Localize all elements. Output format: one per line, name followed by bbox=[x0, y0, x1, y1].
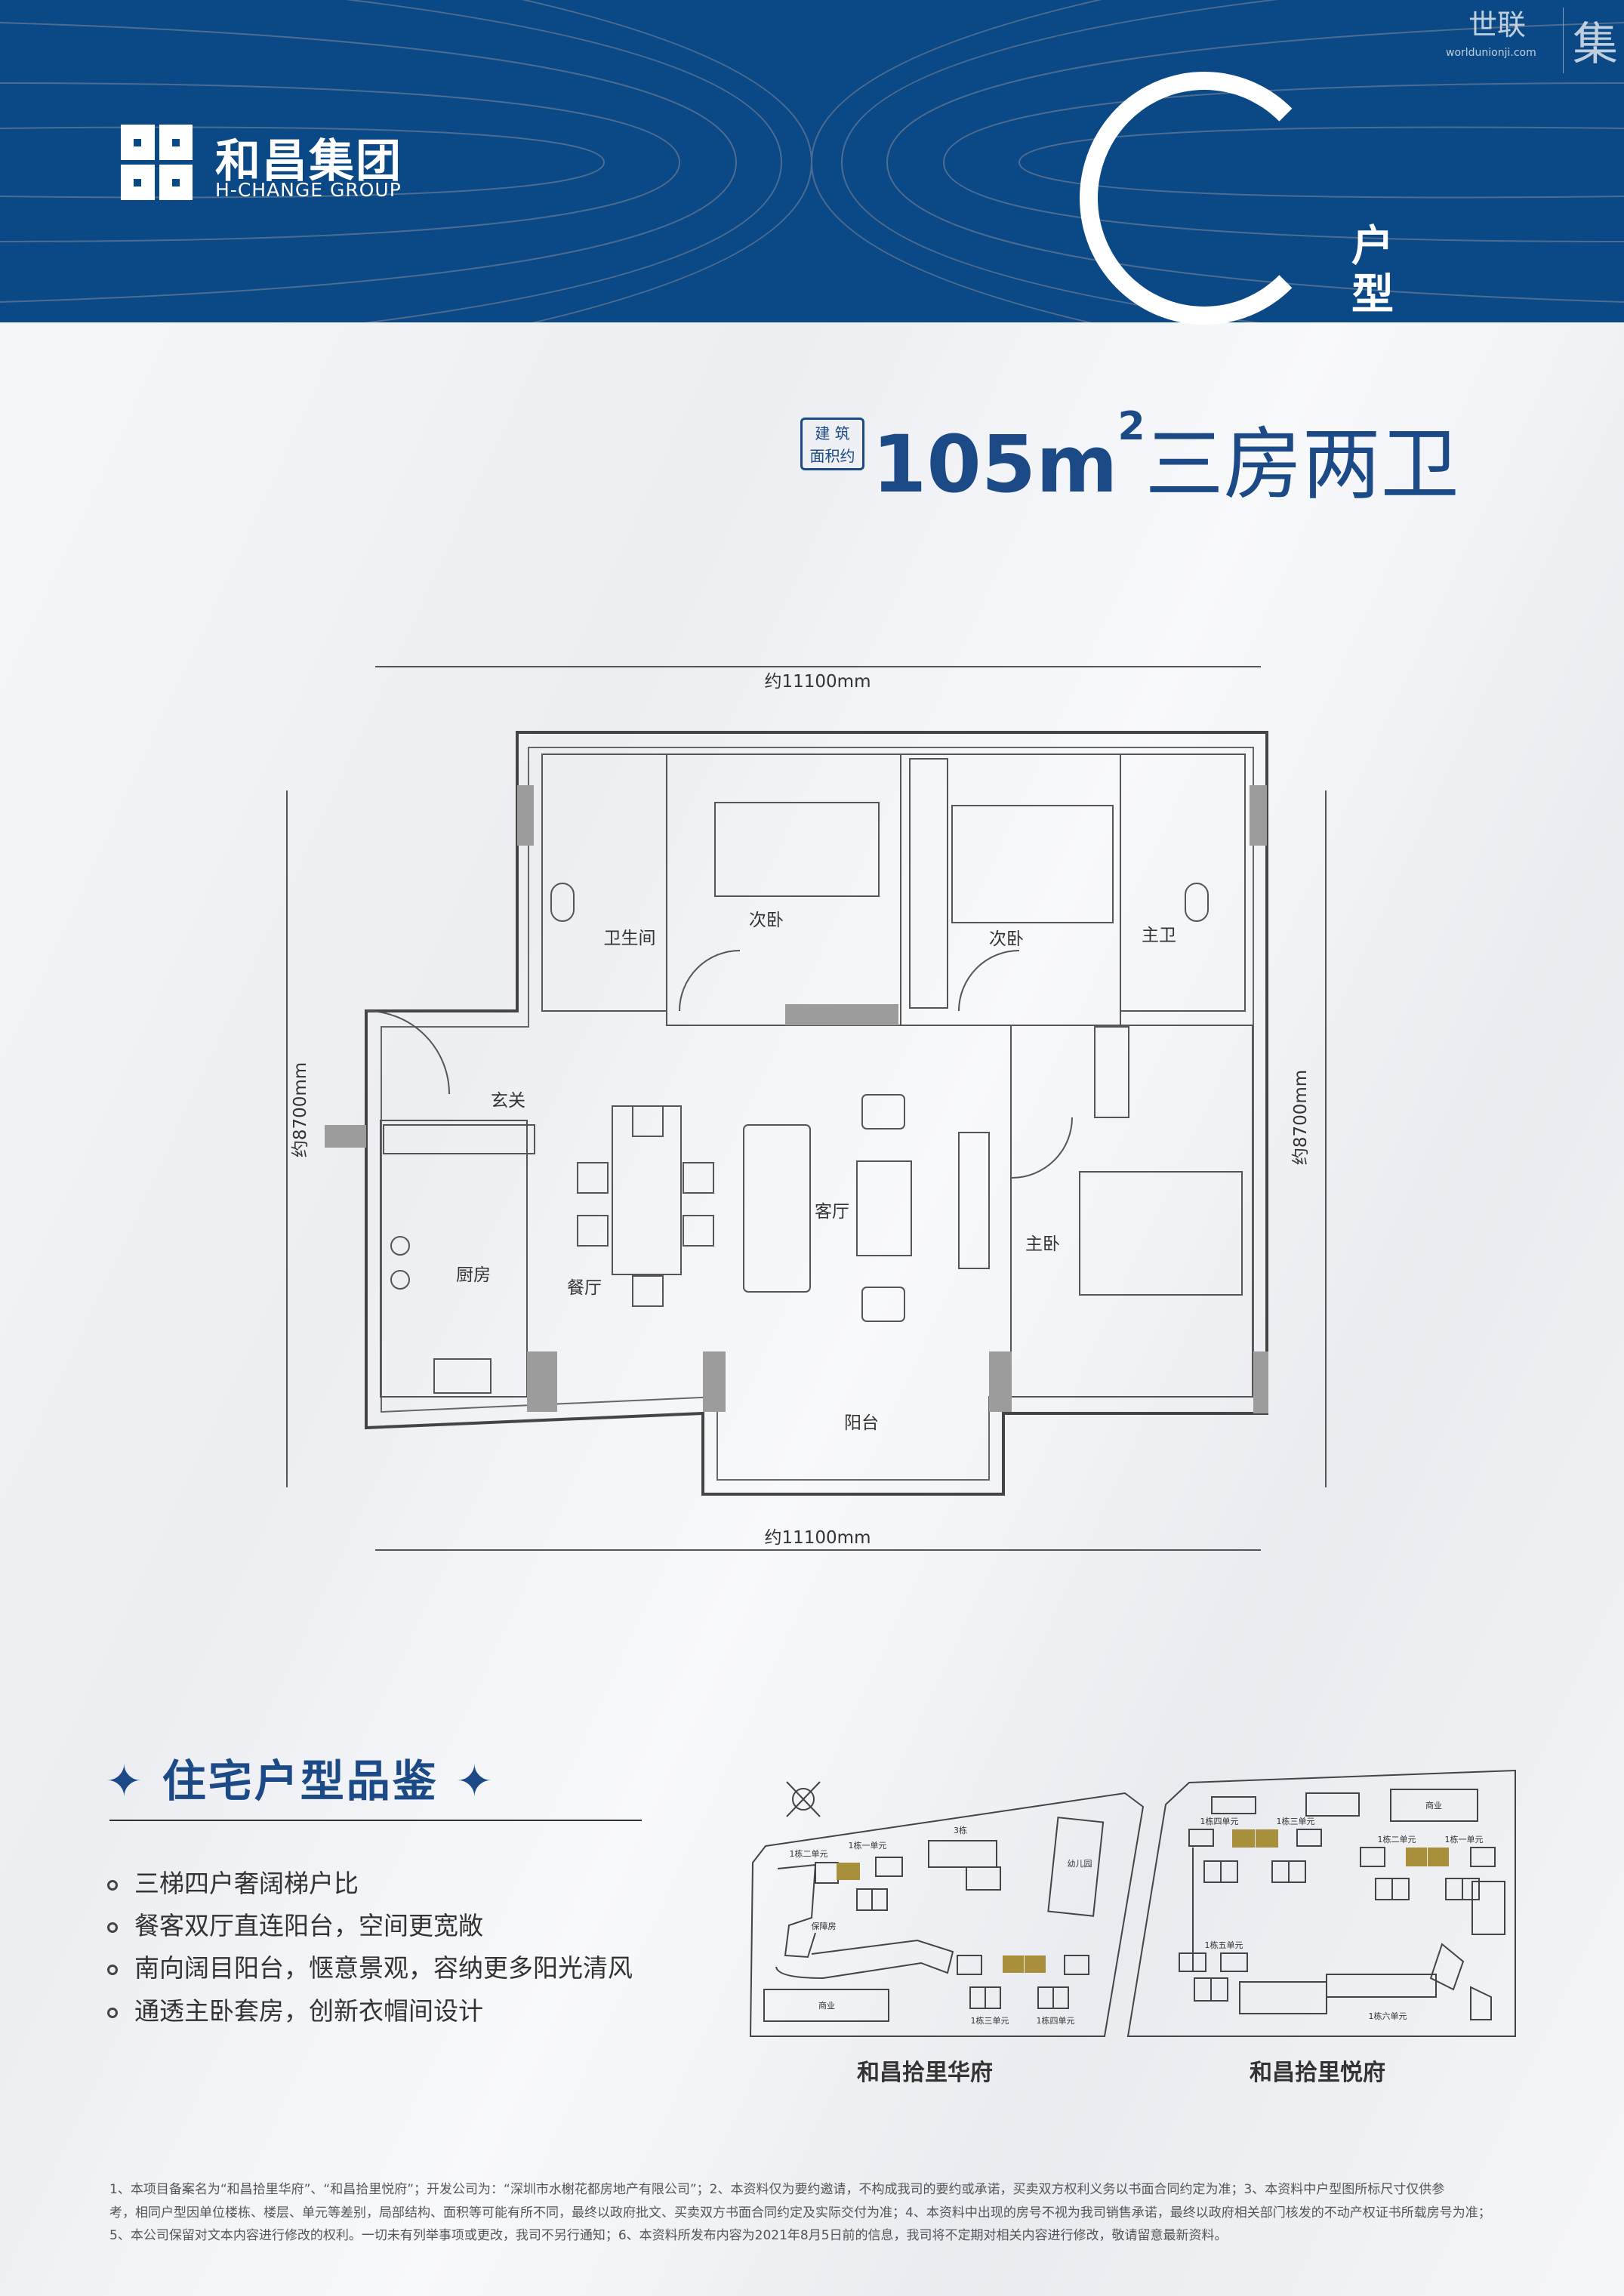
site-boundary-2 bbox=[1126, 1769, 1516, 2037]
map1-name: 和昌拾里华府 bbox=[857, 2060, 993, 2086]
feature-item: 餐客双厅直连阳台，空间更宽敞 bbox=[107, 1906, 483, 1942]
bed-3 bbox=[951, 805, 1114, 923]
master-bedroom-wall bbox=[1010, 1025, 1253, 1398]
feature-text: 南向阔目阳台，惬意景观，容纳更多阳光清风 bbox=[134, 1953, 633, 1983]
brand-name-cn: 和昌集团 bbox=[215, 135, 402, 188]
highlight-units bbox=[837, 1829, 1449, 1973]
header-banner bbox=[0, 0, 1624, 322]
dining-table bbox=[612, 1105, 682, 1275]
map2-name: 和昌拾里悦府 bbox=[1250, 2060, 1385, 2086]
feature-text: 三梯四户奢阔梯户比 bbox=[134, 1869, 359, 1898]
room-foyer: 玄关 bbox=[491, 1091, 525, 1111]
room-living: 客厅 bbox=[815, 1202, 849, 1222]
room-balcony: 阳台 bbox=[844, 1413, 879, 1433]
building bbox=[777, 1863, 817, 1959]
map1-label: 幼儿园 bbox=[1068, 1859, 1092, 1869]
room-master-bath: 主卫 bbox=[1142, 926, 1176, 945]
map1-label: 3栋 bbox=[954, 1825, 967, 1835]
area-unit-sup: 2 bbox=[1117, 404, 1145, 449]
feature-item: 三梯四户奢阔梯户比 bbox=[107, 1863, 359, 1900]
room-master-bedroom: 主卧 bbox=[1025, 1234, 1060, 1254]
map1-label: 保障房 bbox=[812, 1921, 837, 1931]
kitchen-wall bbox=[380, 1120, 528, 1398]
features-title: ✦ 住宅户型品鉴 ✦ bbox=[106, 1746, 495, 1809]
map2-label: 1栋三单元 bbox=[1277, 1816, 1315, 1826]
area-value: 105m bbox=[872, 418, 1118, 510]
dim-top-label: 约11100mm bbox=[765, 672, 871, 692]
sink bbox=[433, 1358, 492, 1394]
watermark-char: 集 bbox=[1563, 8, 1618, 73]
room-dining: 餐厅 bbox=[567, 1278, 602, 1298]
watermark-url: worldunionji.com bbox=[1446, 47, 1536, 59]
site-boundary-1 bbox=[749, 1792, 1145, 2037]
star-icon: ✦ bbox=[438, 1755, 495, 1807]
disclaimer-line: 5、本公司保留对文本内容进行修改的权利。一切未有列举事项或更改，我司不另行通知；… bbox=[109, 2228, 1228, 2243]
star-icon: ✦ bbox=[106, 1755, 162, 1807]
disclaimer-line: 1、本项目备案名为“和昌拾里华府”、“和昌拾里悦府”；开发公司为：“深圳市水榭花… bbox=[109, 2182, 1445, 2197]
outer-wall bbox=[365, 731, 1268, 1496]
feature-item: 通透主卧套房，创新衣帽间设计 bbox=[107, 1991, 483, 2027]
closet bbox=[909, 758, 948, 1009]
dim-bottom-label: 约11100mm bbox=[765, 1528, 871, 1548]
bullet-icon bbox=[107, 1879, 118, 1891]
room-kitchen: 厨房 bbox=[456, 1265, 491, 1285]
sofa bbox=[743, 1124, 811, 1293]
bathroom-wall bbox=[541, 754, 667, 1012]
map2-label: 1栋一单元 bbox=[1445, 1834, 1484, 1845]
badge-line1: 建 筑 bbox=[815, 424, 850, 442]
disclaimer-line: 考，相同户型因单位楼栋、楼层、单元等差别，局部结构、面积等可能有所不同，最终以政… bbox=[109, 2205, 1491, 2220]
map2-label: 1栋六单元 bbox=[1369, 2011, 1407, 2021]
brand-logo-icon bbox=[121, 125, 193, 200]
dim-left-label: 约8700mm bbox=[291, 1062, 310, 1157]
compass-icon bbox=[786, 1781, 821, 1817]
bedroom3-wall bbox=[900, 754, 1121, 1026]
room-bathroom: 卫生间 bbox=[604, 929, 656, 948]
room-bedroom-2: 次卧 bbox=[749, 911, 784, 930]
map1-label: 1栋三单元 bbox=[971, 2015, 1009, 2026]
room-bedroom-3: 次卧 bbox=[989, 929, 1024, 949]
layout-text: 三房两卫 bbox=[1145, 418, 1459, 510]
map2-label: 1栋四单元 bbox=[1200, 1816, 1239, 1826]
area-badge: 建 筑面积约 bbox=[800, 418, 864, 470]
site-maps: 1栋二单元 1栋一单元 1栋三单元 1栋四单元 3栋 幼儿园 保障房 商业 1栋… bbox=[749, 1769, 1516, 2037]
features-title-text: 住宅户型品鉴 bbox=[162, 1755, 439, 1807]
master-bath-wall bbox=[1120, 754, 1246, 1012]
coffee-table bbox=[856, 1160, 912, 1256]
map1-label: 商业 bbox=[818, 2000, 835, 2011]
map2-label: 1栋二单元 bbox=[1378, 1834, 1416, 1845]
brand-name-en: H-CHANGE GROUP bbox=[215, 179, 402, 201]
wave-pattern bbox=[0, 0, 1624, 322]
unit-title: 105m2三房两卫 bbox=[872, 400, 1459, 514]
map1-label: 1栋二单元 bbox=[790, 1848, 828, 1859]
bedroom2-wall bbox=[666, 754, 901, 1026]
entry-door-swing bbox=[365, 1010, 450, 1095]
master-bed bbox=[1079, 1171, 1243, 1296]
bullet-icon bbox=[107, 2007, 118, 2018]
map1-label: 1栋四单元 bbox=[1037, 2015, 1075, 2026]
badge-line2: 面积约 bbox=[809, 447, 855, 465]
bullet-icon bbox=[107, 1964, 118, 1975]
map2-label: 商业 bbox=[1425, 1800, 1442, 1811]
bullet-icon bbox=[107, 1922, 118, 1933]
dim-right-label: 约8700mm bbox=[1291, 1070, 1311, 1165]
tv-unit bbox=[958, 1132, 990, 1269]
map1-label: 1栋一单元 bbox=[849, 1840, 887, 1851]
watermark-cn: 世联 bbox=[1468, 8, 1527, 42]
feature-text: 餐客双厅直连阳台，空间更宽敞 bbox=[134, 1911, 483, 1940]
map2-label: 1栋五单元 bbox=[1205, 1940, 1243, 1950]
feature-item: 南向阔目阳台，惬意景观，容纳更多阳光清风 bbox=[107, 1948, 633, 1984]
divider bbox=[109, 1820, 642, 1821]
bed-2 bbox=[714, 802, 880, 897]
feature-text: 通透主卧套房，创新衣帽间设计 bbox=[134, 1996, 483, 2026]
type-label: 户型 bbox=[1351, 222, 1394, 319]
closet bbox=[1094, 1026, 1129, 1118]
